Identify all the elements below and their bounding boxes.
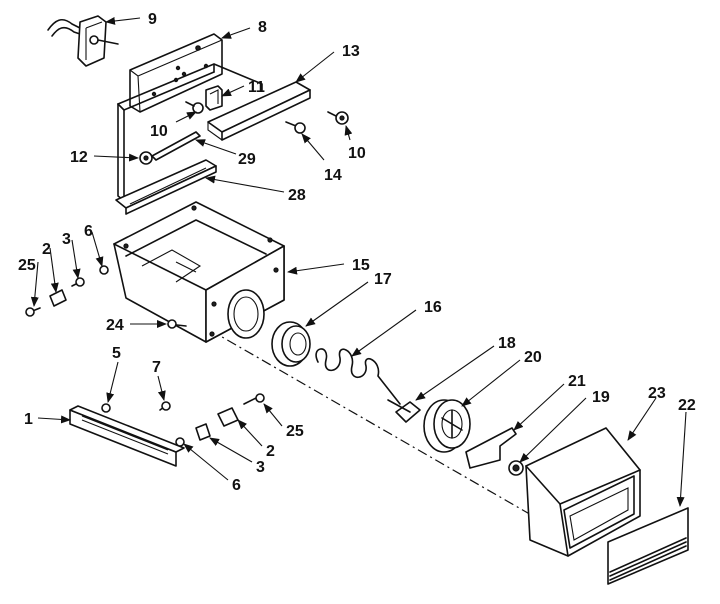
callout-24: 24 xyxy=(106,317,124,334)
part-1-handle xyxy=(69,405,185,467)
part-19-knob xyxy=(508,460,524,476)
part-5-screw xyxy=(101,403,111,413)
callout-10-right: 10 xyxy=(348,145,366,162)
part-11-clip xyxy=(205,85,223,111)
callout-25-left: 25 xyxy=(18,257,36,274)
callout-labels: 9 8 13 11 10 10 14 12 29 28 15 17 16 25 … xyxy=(18,11,696,494)
callout-1: 1 xyxy=(24,411,33,428)
callout-21: 21 xyxy=(568,373,586,390)
callout-18: 18 xyxy=(498,335,516,352)
callout-28: 28 xyxy=(288,187,306,204)
leader-lines xyxy=(30,16,687,507)
part-12-nut xyxy=(139,151,153,165)
part-29-rod xyxy=(151,131,201,161)
callout-11: 11 xyxy=(248,79,265,96)
lower-fastener-stack xyxy=(175,393,265,447)
callout-19: 19 xyxy=(592,389,610,406)
callout-22: 22 xyxy=(678,397,696,414)
assembly-centerline xyxy=(209,329,541,521)
part-28-rail xyxy=(115,159,217,215)
callout-2-lower: 2 xyxy=(266,443,275,460)
part-23-cover xyxy=(525,427,641,557)
callout-9: 9 xyxy=(148,11,157,28)
callout-3-left: 3 xyxy=(62,231,71,248)
callout-6-lower: 6 xyxy=(232,477,241,494)
callout-2-left: 2 xyxy=(42,241,51,258)
part-24-screw xyxy=(167,319,187,329)
callout-23: 23 xyxy=(648,385,666,402)
callout-15: 15 xyxy=(352,257,370,274)
part-17-bushing xyxy=(271,321,311,367)
part-13-cross-bar xyxy=(207,81,311,141)
callout-29: 29 xyxy=(238,151,256,168)
callout-10-left: 10 xyxy=(150,123,168,140)
part-18-arm xyxy=(387,399,421,423)
callout-13: 13 xyxy=(342,43,360,60)
part-8-mounting-plate xyxy=(129,33,223,113)
callout-25-lower: 25 xyxy=(286,423,304,440)
part-9-actuator xyxy=(47,15,119,67)
part-7-screw xyxy=(159,401,171,411)
callout-12: 12 xyxy=(70,149,88,166)
callout-8: 8 xyxy=(258,19,267,36)
part-20-gear xyxy=(423,399,471,453)
callout-16: 16 xyxy=(424,299,442,316)
callout-17: 17 xyxy=(374,271,392,288)
callout-5: 5 xyxy=(112,345,121,362)
part-10-screw-right xyxy=(327,111,349,125)
part-10-screw-left xyxy=(185,101,204,114)
part-22-trim-panel xyxy=(607,507,689,585)
callout-14: 14 xyxy=(324,167,342,184)
callout-3-lower: 3 xyxy=(256,459,265,476)
left-fastener-stack xyxy=(25,265,109,317)
callout-20: 20 xyxy=(524,349,542,366)
part-15-housing xyxy=(113,201,285,343)
callout-6-left: 6 xyxy=(84,223,93,240)
part-16-spring xyxy=(315,348,401,405)
part-21-bracket xyxy=(465,427,517,469)
part-14-screw xyxy=(285,121,306,134)
callout-7: 7 xyxy=(152,359,161,376)
